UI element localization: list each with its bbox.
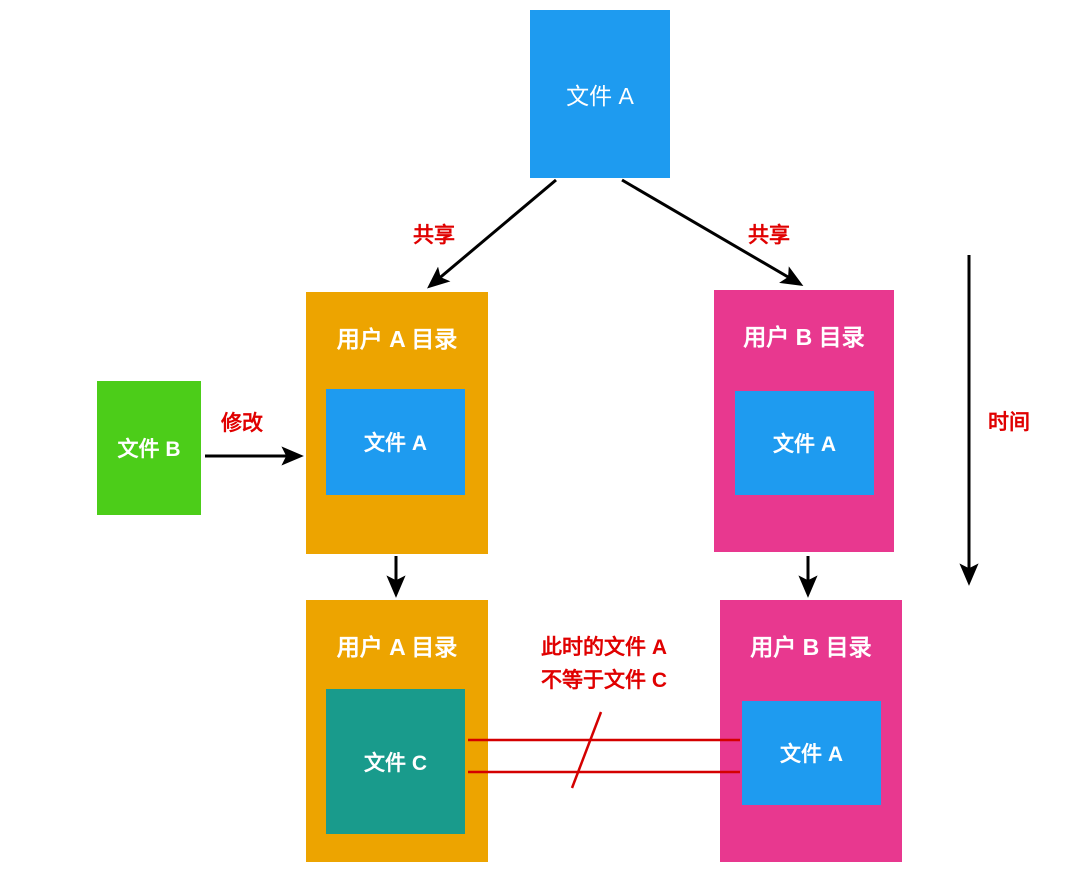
edge-label-time: 时间	[988, 411, 1030, 434]
not-equal-line-2: 不等于文件 C	[541, 668, 667, 692]
not-equal-line-1: 此时的文件 A	[541, 636, 667, 659]
node-label: 用户 B 目录	[743, 324, 865, 350]
edge-label-share-right: 共享	[748, 224, 790, 247]
node-label: 文件 A	[566, 83, 634, 109]
node-user-b-dir-top-file-a: 文件 A	[735, 391, 874, 495]
node-label: 用户 A 目录	[336, 326, 458, 352]
node-top-file-a: 文件 A	[530, 10, 670, 178]
node-file-b: 文件 B	[97, 381, 201, 515]
edge-label-modify: 修改	[221, 412, 263, 435]
node-user-a-dir-bottom-file-c: 文件 C	[326, 689, 465, 834]
node-label: 文件 A	[773, 433, 836, 456]
node-user-b-dir-bottom-file-a: 文件 A	[742, 701, 881, 805]
node-label: 用户 A 目录	[336, 634, 458, 660]
node-label: 文件 A	[780, 743, 843, 766]
node-label: 文件 A	[364, 432, 427, 455]
node-label: 文件 C	[364, 751, 427, 775]
node-user-a-dir-top-file-a: 文件 A	[326, 389, 465, 495]
edge-label-share-left: 共享	[413, 224, 455, 247]
edge-label-not-equal: 此时的文件 A 不等于文件 C	[531, 632, 677, 697]
node-label: 文件 B	[117, 438, 181, 461]
node-label: 用户 B 目录	[750, 634, 872, 660]
